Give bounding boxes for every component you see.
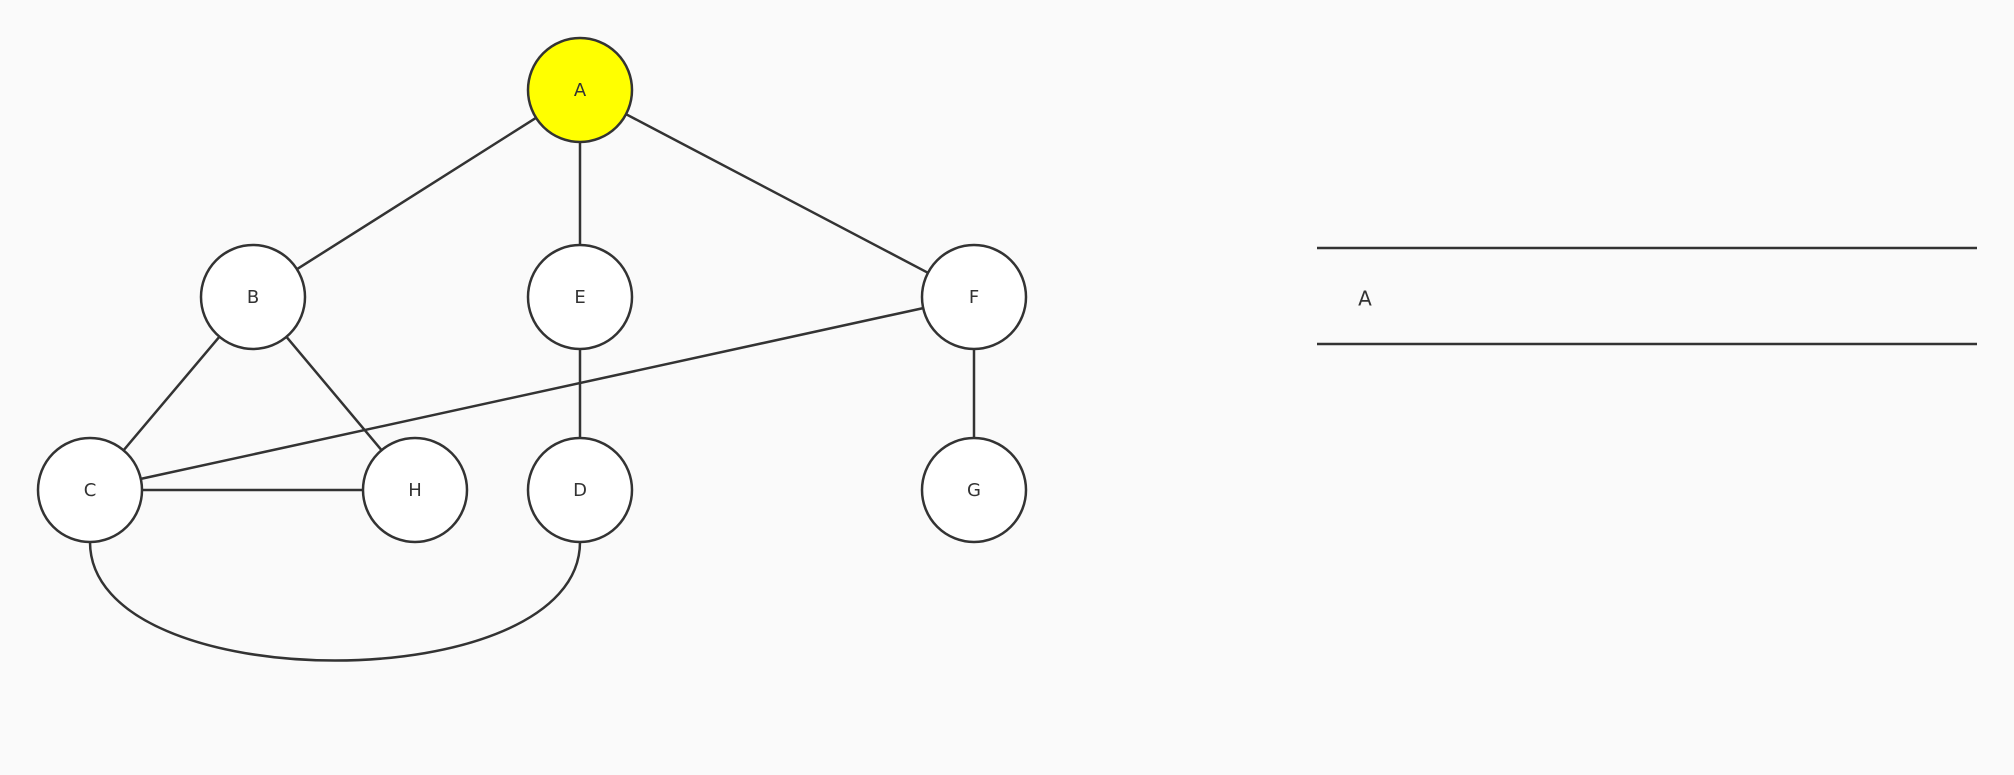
edge-a-b xyxy=(296,116,537,271)
node-circle[interactable] xyxy=(920,436,1028,544)
node-circle[interactable] xyxy=(361,436,469,544)
queue-panel: A xyxy=(1317,246,1977,346)
node-circle[interactable] xyxy=(526,243,634,351)
node-circle[interactable] xyxy=(199,243,307,351)
node-d[interactable]: D xyxy=(526,436,634,544)
edge-a-f xyxy=(625,113,929,274)
node-label: H xyxy=(408,480,422,501)
node-g[interactable]: G xyxy=(920,436,1028,544)
edge-c-d xyxy=(88,541,582,662)
node-circle[interactable] xyxy=(526,436,634,544)
node-label: D xyxy=(573,480,587,501)
queue-items: A xyxy=(1358,287,1372,311)
node-label: F xyxy=(969,287,979,308)
node-label: A xyxy=(574,80,587,101)
edge-f-c xyxy=(140,306,924,481)
node-label: C xyxy=(84,480,97,501)
node-h[interactable]: H xyxy=(361,436,469,544)
node-f[interactable]: F xyxy=(920,243,1028,351)
edge-b-h xyxy=(285,336,383,451)
edge-b-c xyxy=(122,335,221,452)
nodes-layer: A B E F C H D G xyxy=(36,36,1028,544)
node-b[interactable]: B xyxy=(199,243,307,351)
node-circle[interactable] xyxy=(920,243,1028,351)
node-a[interactable]: A xyxy=(526,36,634,144)
node-circle[interactable] xyxy=(36,436,144,544)
node-label: B xyxy=(247,287,259,308)
queue-item: A xyxy=(1358,287,1372,311)
node-c[interactable]: C xyxy=(36,436,144,544)
edges-layer xyxy=(88,113,976,662)
node-label: G xyxy=(967,480,981,501)
node-e[interactable]: E xyxy=(526,243,634,351)
node-circle[interactable] xyxy=(526,36,634,144)
node-label: E xyxy=(574,287,585,308)
